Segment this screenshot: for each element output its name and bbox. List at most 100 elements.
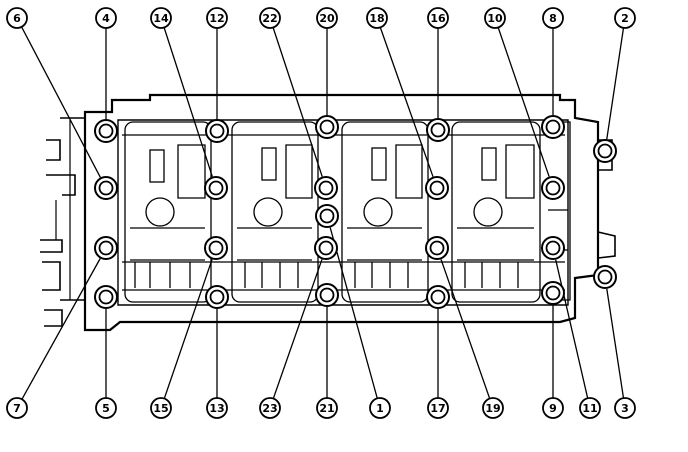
- bolt-washer: [314, 176, 338, 200]
- leader-line-22: [272, 27, 323, 177]
- bolt-head: [430, 122, 446, 138]
- bolt-washer: [204, 236, 228, 260]
- callout-number: 1: [376, 402, 384, 415]
- callout-number: 14: [153, 12, 169, 25]
- callout-circle: [614, 397, 636, 419]
- bolt-23: [314, 236, 338, 260]
- callout-12: 12: [206, 7, 228, 29]
- bolt-14: [204, 176, 228, 200]
- callout-8: 8: [542, 7, 564, 29]
- callout-circle: [427, 397, 449, 419]
- callout-circle: [484, 7, 506, 29]
- callout-17: 17: [427, 397, 449, 419]
- callout-circle: [95, 7, 117, 29]
- callout-5: 5: [95, 397, 117, 419]
- callout-number: 11: [582, 402, 597, 415]
- callout-number: 6: [13, 12, 21, 25]
- bolt-4: [94, 119, 118, 143]
- bottom-rail: [122, 261, 565, 291]
- cam-sections: [124, 121, 571, 303]
- bolt-head: [597, 269, 613, 285]
- bolt-17: [426, 285, 450, 309]
- callout-number: 10: [487, 12, 503, 25]
- bolt-washer: [205, 119, 229, 143]
- callout-number: 22: [262, 12, 277, 25]
- callout-circle: [542, 7, 564, 29]
- callout-circle: [150, 7, 172, 29]
- callout-circle: [366, 7, 388, 29]
- callout-number: 15: [153, 402, 168, 415]
- bolt-9: [541, 281, 565, 305]
- bolt-washer: [541, 236, 565, 260]
- callout-9: 9: [542, 397, 564, 419]
- bolt-washer: [315, 283, 339, 307]
- callout-number: 20: [319, 12, 335, 25]
- head-inner-outline: [117, 119, 569, 306]
- leader-line-19: [440, 259, 491, 399]
- bolt-3: [593, 265, 617, 289]
- callout-circle: [6, 397, 28, 419]
- bolt-head: [545, 285, 561, 301]
- bolt-head: [319, 287, 335, 303]
- callout-circle: [259, 397, 281, 419]
- bolt-head: [545, 119, 561, 135]
- bolt-washer: [593, 139, 617, 163]
- bolt-washer: [94, 176, 118, 200]
- callout-circle: [316, 7, 338, 29]
- bolt-head: [209, 123, 225, 139]
- callout-number: 18: [369, 12, 384, 25]
- bolt-washer: [205, 285, 229, 309]
- callout-circle: [542, 397, 564, 419]
- callout-18: 18: [366, 7, 388, 29]
- bolt-head: [208, 240, 224, 256]
- callout-20: 20: [316, 7, 338, 29]
- bolt-19: [425, 236, 449, 260]
- callout-circle: [206, 397, 228, 419]
- callout-circle: [259, 7, 281, 29]
- callout-7: 7: [6, 397, 28, 419]
- bolt-washer: [426, 285, 450, 309]
- bolt-head: [318, 180, 334, 196]
- bolt-head: [429, 240, 445, 256]
- leader-line-2: [606, 27, 625, 140]
- bolt-20: [315, 115, 339, 139]
- bolt-washer: [541, 115, 565, 139]
- callout-3: 3: [614, 397, 636, 419]
- bolt-16: [426, 118, 450, 142]
- bolt-head: [429, 180, 445, 196]
- bolt-2: [593, 139, 617, 163]
- bolt-head: [98, 240, 114, 256]
- cam-section-3: [341, 121, 429, 303]
- callout-number: 5: [102, 402, 110, 415]
- cam-section-1: [124, 121, 212, 303]
- bolt-1: [315, 204, 339, 228]
- callout-19: 19: [482, 397, 504, 419]
- bolt-head: [430, 289, 446, 305]
- bolt-washer: [315, 115, 339, 139]
- leader-line-10: [497, 27, 550, 177]
- bolt-washer: [425, 236, 449, 260]
- bolt-washer: [426, 118, 450, 142]
- leader-line-7: [21, 258, 101, 400]
- callout-number: 17: [430, 402, 445, 415]
- bolt-13: [205, 285, 229, 309]
- callout-circle: [614, 7, 636, 29]
- bolt-22: [314, 176, 338, 200]
- leader-lines: [21, 26, 625, 400]
- leader-line-1: [329, 227, 378, 399]
- bolt-head: [98, 123, 114, 139]
- callout-6: 6: [6, 7, 28, 29]
- callout-4: 4: [95, 7, 117, 29]
- leader-line-23: [272, 259, 323, 399]
- leader-line-3: [606, 288, 625, 399]
- callout-circle: [369, 397, 391, 419]
- callout-number: 2: [621, 12, 629, 25]
- bolt-washer: [94, 236, 118, 260]
- callout-number: 4: [102, 12, 110, 25]
- cam-section-4: [451, 121, 541, 303]
- callout-circle: [6, 7, 28, 29]
- bolt-washer: [425, 176, 449, 200]
- leader-line-11: [555, 259, 589, 399]
- bolt-6: [94, 176, 118, 200]
